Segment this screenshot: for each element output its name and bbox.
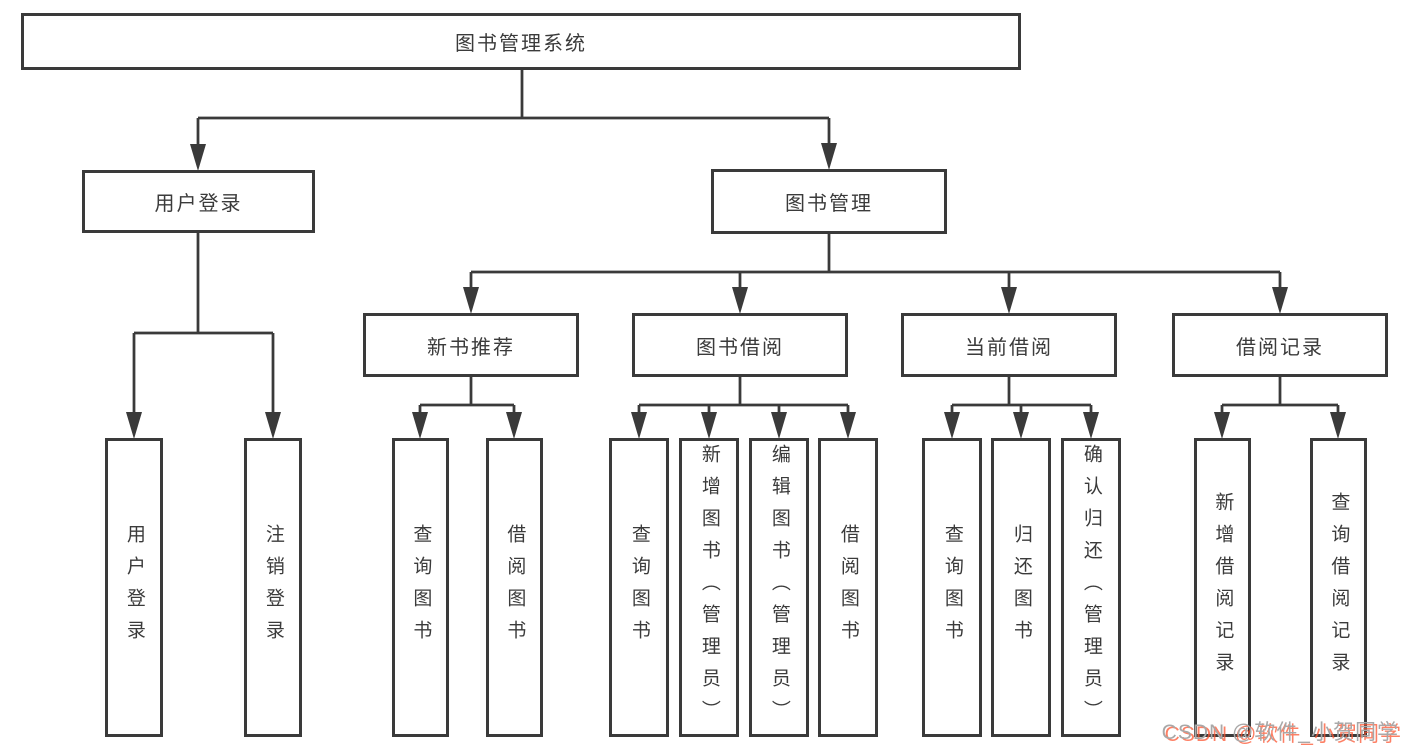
leaf-confirm-return-admin-label: 确认归还（管理员） (1080, 443, 1102, 732)
leaf-recommend-query-books-label: 查询图书 (410, 523, 432, 652)
node-book-management: 图书管理 (711, 169, 947, 234)
node-book-management-label: 图书管理 (785, 193, 873, 215)
node-new-book-recommend-label: 新书推荐 (427, 336, 515, 359)
leaf-query-borrow-record: 查询借阅记录 (1310, 438, 1367, 737)
leaf-add-books-admin-label: 新增图书（管理员） (698, 443, 720, 732)
node-library-system-label: 图书管理系统 (455, 33, 587, 55)
node-book-borrowing: 图书借阅 (632, 313, 848, 377)
leaf-add-borrow-record: 新增借阅记录 (1194, 438, 1251, 737)
leaf-add-borrow-record-label: 新增借阅记录 (1212, 491, 1234, 684)
leaf-logout-label: 注销登录 (262, 523, 284, 652)
node-book-borrowing-label: 图书借阅 (696, 336, 784, 359)
leaf-user-login-label: 用户登录 (123, 523, 145, 652)
leaf-return-books-label: 归还图书 (1010, 523, 1032, 652)
leaf-borrow-query-books-label: 查询图书 (628, 523, 650, 652)
node-user-login-label: 用户登录 (154, 193, 243, 215)
node-user-login: 用户登录 (82, 170, 315, 233)
leaf-recommend-borrow-books-label: 借阅图书 (504, 523, 526, 652)
leaf-edit-books-admin-label: 编辑图书（管理员） (768, 443, 790, 732)
node-new-book-recommend: 新书推荐 (363, 313, 579, 377)
leaf-borrow-books-label: 借阅图书 (837, 523, 859, 652)
node-current-borrowing: 当前借阅 (901, 313, 1117, 377)
leaf-add-books-admin: 新增图书（管理员） (679, 438, 739, 737)
leaf-recommend-query-books: 查询图书 (392, 438, 449, 737)
leaf-user-login: 用户登录 (105, 438, 163, 737)
leaf-query-borrow-record-label: 查询借阅记录 (1328, 491, 1350, 684)
node-library-system: 图书管理系统 (21, 13, 1021, 70)
leaf-current-query-books-label: 查询图书 (941, 523, 963, 652)
leaf-borrow-books: 借阅图书 (818, 438, 878, 737)
node-current-borrowing-label: 当前借阅 (965, 336, 1053, 359)
leaf-confirm-return-admin: 确认归还（管理员） (1061, 438, 1121, 737)
leaf-current-query-books: 查询图书 (922, 438, 982, 737)
leaf-borrow-query-books: 查询图书 (609, 438, 669, 737)
node-borrowing-records-label: 借阅记录 (1236, 336, 1324, 359)
leaf-logout: 注销登录 (244, 438, 302, 737)
leaf-recommend-borrow-books: 借阅图书 (486, 438, 543, 737)
leaf-return-books: 归还图书 (991, 438, 1051, 737)
leaf-edit-books-admin: 编辑图书（管理员） (749, 438, 809, 737)
node-borrowing-records: 借阅记录 (1172, 313, 1388, 377)
csdn-watermark: CSDN @软件_小贺同学 (1161, 721, 1399, 744)
